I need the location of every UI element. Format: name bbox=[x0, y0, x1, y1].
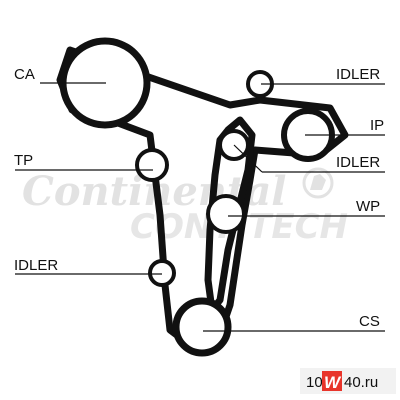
watermark: Continental CONTITECH bbox=[22, 167, 348, 247]
pulley-tp bbox=[135, 148, 169, 182]
label-cs: CS bbox=[359, 313, 380, 330]
label-ca: CA bbox=[14, 66, 35, 83]
label-wp: WP bbox=[356, 198, 380, 215]
site-badge-prefix: 10 bbox=[306, 374, 323, 391]
label-idler-low: IDLER bbox=[14, 257, 58, 274]
timing-belt-inner-loop bbox=[204, 116, 256, 314]
site-badge-suffix: 40.ru bbox=[344, 374, 378, 391]
horse-emblem-icon bbox=[302, 167, 334, 199]
label-idler-mid: IDLER bbox=[336, 154, 380, 171]
leader-lines bbox=[15, 82, 385, 332]
pulley-wp bbox=[206, 194, 246, 234]
pulley-cs bbox=[172, 297, 232, 357]
leader-idler-mid-a bbox=[233, 144, 263, 173]
label-tp: TP bbox=[14, 152, 33, 169]
site-badge-background bbox=[300, 368, 396, 394]
label-ip: IP bbox=[370, 117, 384, 134]
pulley-idler-low bbox=[148, 259, 176, 287]
site-badge-highlight: W bbox=[324, 373, 342, 392]
label-idler-top: IDLER bbox=[336, 66, 380, 83]
site-badge: 10 W 40.ru bbox=[300, 368, 396, 394]
site-badge-highlight-box bbox=[322, 371, 342, 391]
